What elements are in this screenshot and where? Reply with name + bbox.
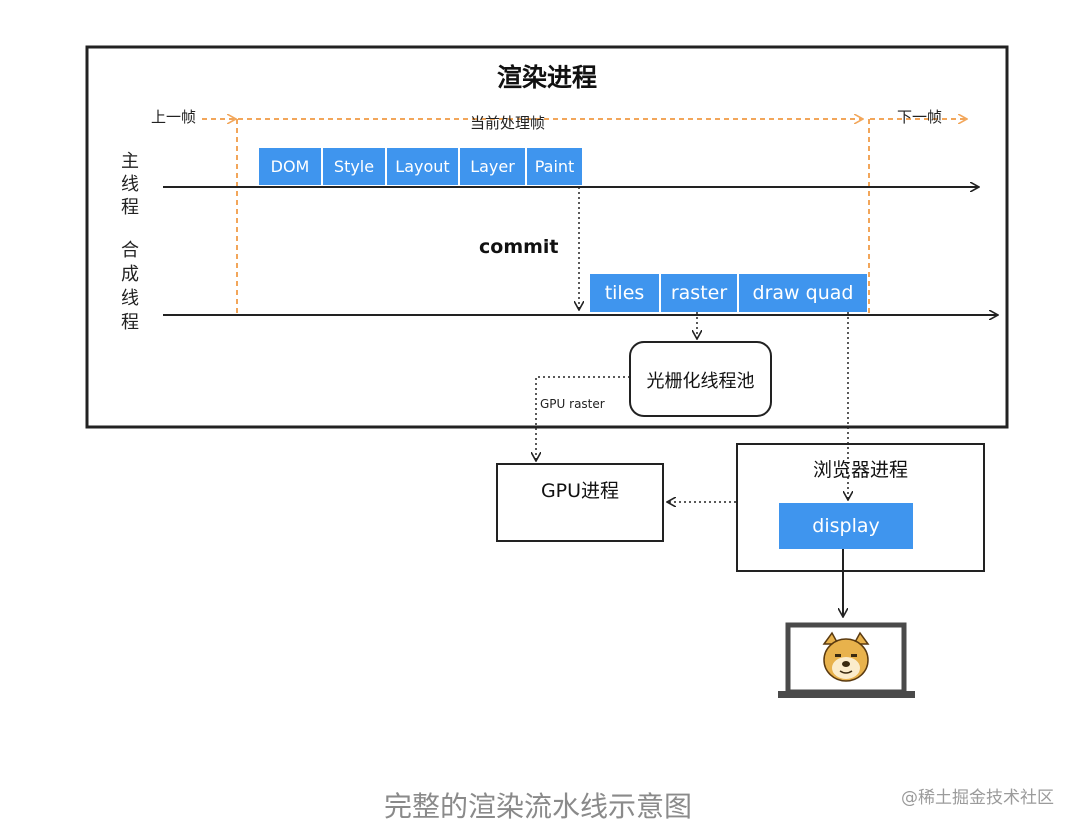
prev-frame-label: 上一帧 [151,108,197,126]
stage-raster: raster [661,274,737,312]
raster-pool-label: 光栅化线程池 [646,371,755,392]
stage-paint: Paint [527,148,582,185]
commit-label: commit [479,236,559,258]
current-frame-label: 当前处理帧 [470,114,546,132]
raster-pool-box [629,341,772,417]
figure-caption: 完整的渲染流水线示意图 [383,790,692,823]
compositor-thread-label: 合 成 线 程 [121,240,139,333]
renderer-process-frame [85,45,1009,429]
gpu-process-label: GPU进程 [540,480,620,502]
stage-layout: Layout [387,148,458,185]
stage-dom: DOM [259,148,321,185]
stage-layer: Layer [460,148,525,185]
next-frame-label: 下一帧 [897,108,943,126]
stage-draw-quad: draw quad [739,274,867,312]
gpu-raster-arrow [536,376,630,460]
stage-style: Style [323,148,385,185]
monitor-with-doge-icon [778,622,915,698]
display-box: display [779,503,913,549]
stage-tiles: tiles [590,274,659,312]
browser-process-box [736,443,985,572]
main-thread-label: 主 线 程 [121,151,139,218]
gpu-raster-label: GPU raster [540,397,605,411]
watermark: @稀土掘金技术社区 [901,788,1054,808]
browser-process-label: 浏览器进程 [812,459,908,481]
gpu-process-box [496,463,664,542]
renderer-process-title: 渲染进程 [496,63,597,92]
